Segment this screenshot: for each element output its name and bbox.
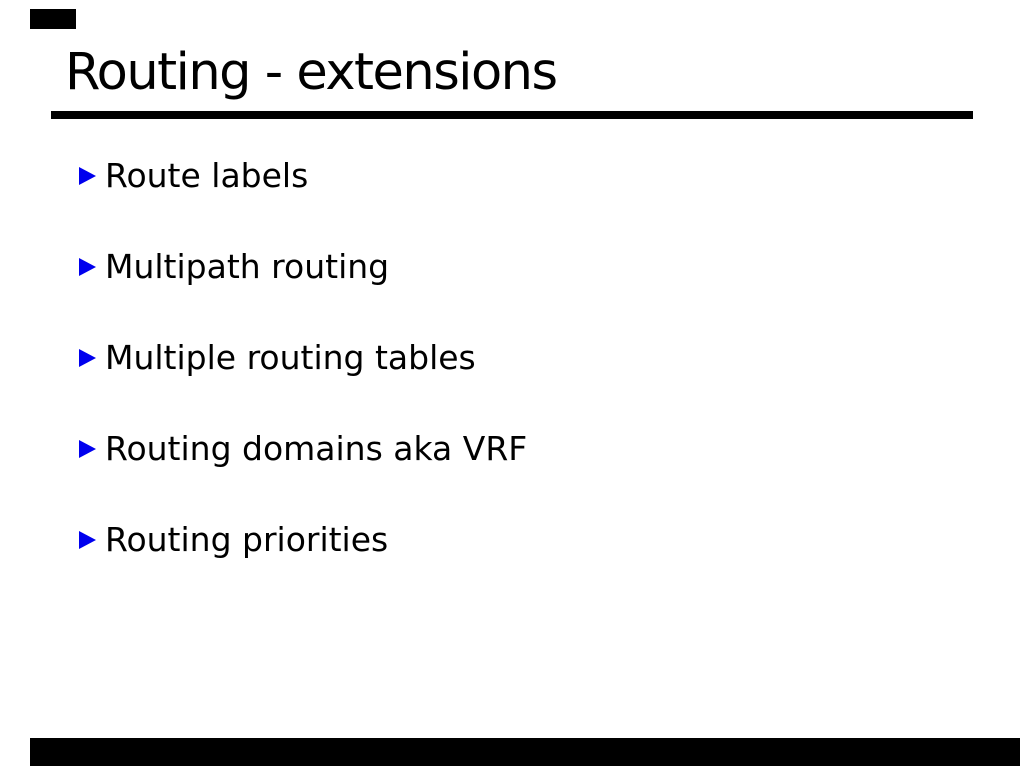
bullet-item: Routing priorities bbox=[79, 518, 388, 562]
bullet-label: Route labels bbox=[105, 156, 309, 196]
triangle-right-icon bbox=[79, 531, 96, 549]
title-underline-rule bbox=[51, 111, 973, 119]
triangle-right-icon bbox=[79, 440, 96, 458]
bullet-item: Multipath routing bbox=[79, 245, 389, 289]
slide-corner-marker bbox=[30, 9, 76, 29]
bullet-label: Routing domains aka VRF bbox=[105, 429, 528, 469]
triangle-right-icon bbox=[79, 258, 96, 276]
bullet-item: Multiple routing tables bbox=[79, 336, 476, 380]
bullet-label: Multipath routing bbox=[105, 247, 390, 287]
bullet-label: Routing priorities bbox=[105, 520, 389, 560]
bullet-label: Multiple routing tables bbox=[105, 338, 476, 378]
triangle-right-icon bbox=[79, 349, 96, 367]
triangle-right-icon bbox=[79, 167, 96, 185]
slide-progress-bar bbox=[30, 738, 1020, 766]
bullet-item: Route labels bbox=[79, 154, 308, 198]
bullet-item: Routing domains aka VRF bbox=[79, 427, 527, 471]
slide-title: Routing - extensions bbox=[65, 43, 558, 102]
